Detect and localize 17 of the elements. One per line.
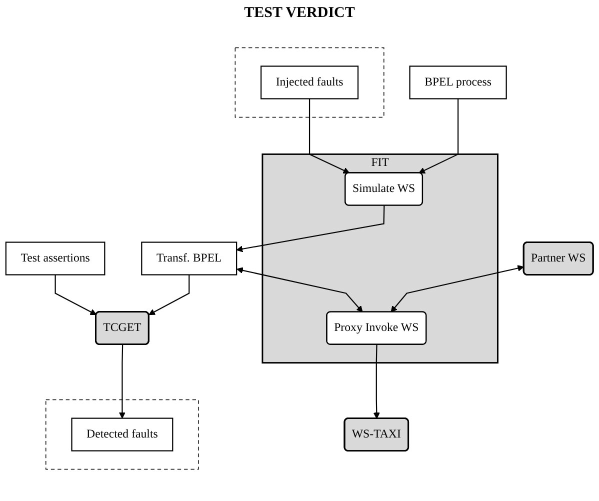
arrow: [236, 206, 385, 252]
cluster: [46, 399, 199, 470]
node-box: Transf. BPEL: [141, 242, 238, 276]
arrow: [390, 265, 524, 312]
node-box: BPEL process: [409, 66, 507, 100]
arrow: [418, 98, 459, 174]
arrow: [148, 274, 190, 316]
arrow: [308, 98, 350, 174]
node-box: Detected faults: [71, 418, 174, 452]
arrow: [54, 274, 97, 316]
cluster: [234, 47, 384, 118]
arrow: [118, 344, 126, 419]
node-box: Test assertions: [5, 242, 106, 276]
arrow: [373, 344, 380, 419]
node-box: Injected faults: [260, 66, 359, 100]
arrow: [236, 267, 363, 312]
label-text: TEST VERDICT: [244, 5, 355, 21]
